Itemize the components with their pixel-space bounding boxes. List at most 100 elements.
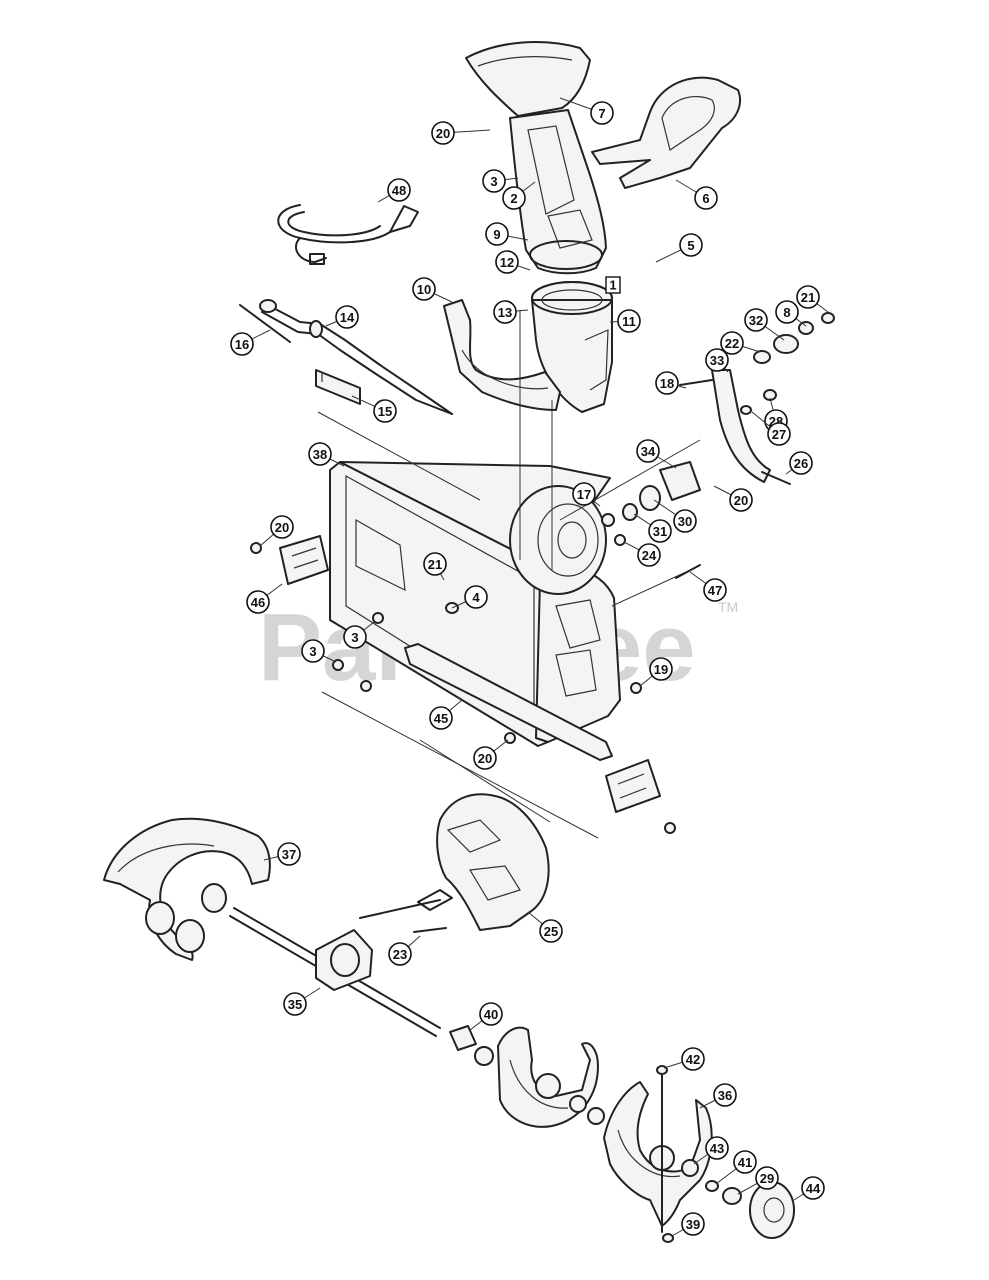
callout-25: 25 bbox=[527, 911, 563, 943]
callout-47: 47 bbox=[689, 571, 727, 602]
callout-18: 18 bbox=[655, 371, 687, 395]
callout-circle bbox=[590, 101, 614, 125]
callout-circle bbox=[705, 348, 729, 372]
callout-label: 21 bbox=[801, 290, 815, 305]
callout-circle bbox=[694, 186, 718, 210]
callout-circle bbox=[464, 585, 488, 609]
callout-circle bbox=[679, 233, 703, 257]
callout-label: 20 bbox=[275, 520, 289, 535]
callout-3: 3 bbox=[343, 621, 375, 649]
callout-label: 20 bbox=[436, 126, 450, 141]
callout-10: 10 bbox=[412, 277, 453, 303]
callout-19: 19 bbox=[639, 657, 673, 687]
callout-label: 10 bbox=[417, 282, 431, 297]
callout-label: 3 bbox=[351, 630, 358, 645]
callout-6: 6 bbox=[675, 179, 718, 210]
callout-33: 33 bbox=[705, 348, 729, 373]
callout-label: 8 bbox=[783, 305, 790, 320]
callout-circle bbox=[767, 422, 791, 446]
callout-label: 24 bbox=[642, 548, 657, 563]
callout-circle bbox=[270, 515, 294, 539]
callout-31: 31 bbox=[633, 513, 672, 543]
auger-left bbox=[103, 817, 271, 961]
callout-42: 42 bbox=[663, 1047, 705, 1071]
callout-circle bbox=[744, 308, 768, 332]
callout-label: 2 bbox=[510, 191, 517, 206]
callout-label: 38 bbox=[313, 447, 327, 462]
auger-housing bbox=[329, 310, 621, 747]
callout-label: 27 bbox=[772, 427, 786, 442]
callout-circle bbox=[729, 488, 753, 512]
callout-circle bbox=[429, 706, 453, 730]
callout-23: 23 bbox=[388, 935, 421, 966]
callout-circle bbox=[681, 1047, 705, 1071]
callout-21: 21 bbox=[423, 552, 447, 581]
callout-27: 27 bbox=[751, 411, 791, 446]
callout-label: 9 bbox=[493, 227, 500, 242]
callout-label: 39 bbox=[686, 1217, 700, 1232]
skid-shoe-left bbox=[279, 535, 329, 585]
callout-circle bbox=[733, 1150, 757, 1174]
callout-20: 20 bbox=[431, 121, 491, 145]
callout-label: 13 bbox=[498, 305, 512, 320]
assembly-box-label: 1 bbox=[609, 278, 616, 293]
callout-circle bbox=[775, 300, 799, 324]
callout-circle bbox=[703, 578, 727, 602]
callout-20: 20 bbox=[259, 515, 294, 547]
callout-label: 48 bbox=[392, 183, 406, 198]
callout-label: 41 bbox=[738, 1155, 752, 1170]
callout-label: 46 bbox=[251, 595, 265, 610]
callout-circle bbox=[801, 1176, 825, 1200]
callout-circle bbox=[479, 1002, 503, 1026]
callout-label: 5 bbox=[687, 238, 694, 253]
callout-label: 43 bbox=[710, 1141, 724, 1156]
callout-label: 6 bbox=[702, 191, 709, 206]
callout-label: 26 bbox=[794, 456, 808, 471]
chute-crank bbox=[259, 299, 453, 415]
callout-2: 2 bbox=[502, 181, 536, 210]
callout-3: 3 bbox=[482, 169, 519, 193]
callout-circle bbox=[283, 992, 307, 1016]
callout-29: 29 bbox=[737, 1166, 779, 1195]
callout-circle bbox=[387, 178, 411, 202]
callout-label: 15 bbox=[378, 404, 392, 419]
callout-5: 5 bbox=[655, 233, 703, 263]
callout-35: 35 bbox=[283, 987, 321, 1016]
callout-label: 3 bbox=[490, 174, 497, 189]
auger-right bbox=[603, 1065, 795, 1243]
callout-circle bbox=[301, 639, 325, 663]
callout-circle bbox=[681, 1212, 705, 1236]
callout-label: 45 bbox=[434, 711, 448, 726]
auger-center bbox=[497, 1026, 605, 1128]
callout-circle bbox=[495, 250, 519, 274]
callout-circle bbox=[412, 277, 436, 301]
callout-circle bbox=[539, 919, 563, 943]
callout-label: 14 bbox=[340, 310, 355, 325]
callout-label: 30 bbox=[678, 514, 692, 529]
callout-circle bbox=[655, 371, 679, 395]
callout-label: 29 bbox=[760, 1171, 774, 1186]
callout-30: 30 bbox=[653, 499, 697, 533]
callout-circle bbox=[789, 451, 813, 475]
callout-label: 7 bbox=[598, 106, 605, 121]
callout-4: 4 bbox=[451, 585, 488, 609]
callout-label: 11 bbox=[622, 314, 636, 329]
callout-circle bbox=[755, 1166, 779, 1190]
bearing-stack bbox=[679, 312, 835, 415]
callout-circle bbox=[230, 332, 254, 356]
callout-label: 31 bbox=[653, 524, 667, 539]
electric-cord bbox=[277, 204, 419, 265]
callout-circle bbox=[335, 305, 359, 329]
callout-39: 39 bbox=[671, 1212, 705, 1237]
watermark-trademark: TM bbox=[718, 599, 738, 615]
callout-34: 34 bbox=[636, 439, 677, 469]
chute-base bbox=[531, 281, 613, 413]
clip-pin bbox=[239, 304, 291, 343]
callout-44: 44 bbox=[793, 1176, 825, 1201]
callout-circle bbox=[343, 625, 367, 649]
callout-13: 13 bbox=[493, 300, 529, 324]
bearing-housing bbox=[559, 439, 701, 607]
callout-label: 33 bbox=[710, 353, 724, 368]
callout-label: 36 bbox=[718, 1088, 732, 1103]
